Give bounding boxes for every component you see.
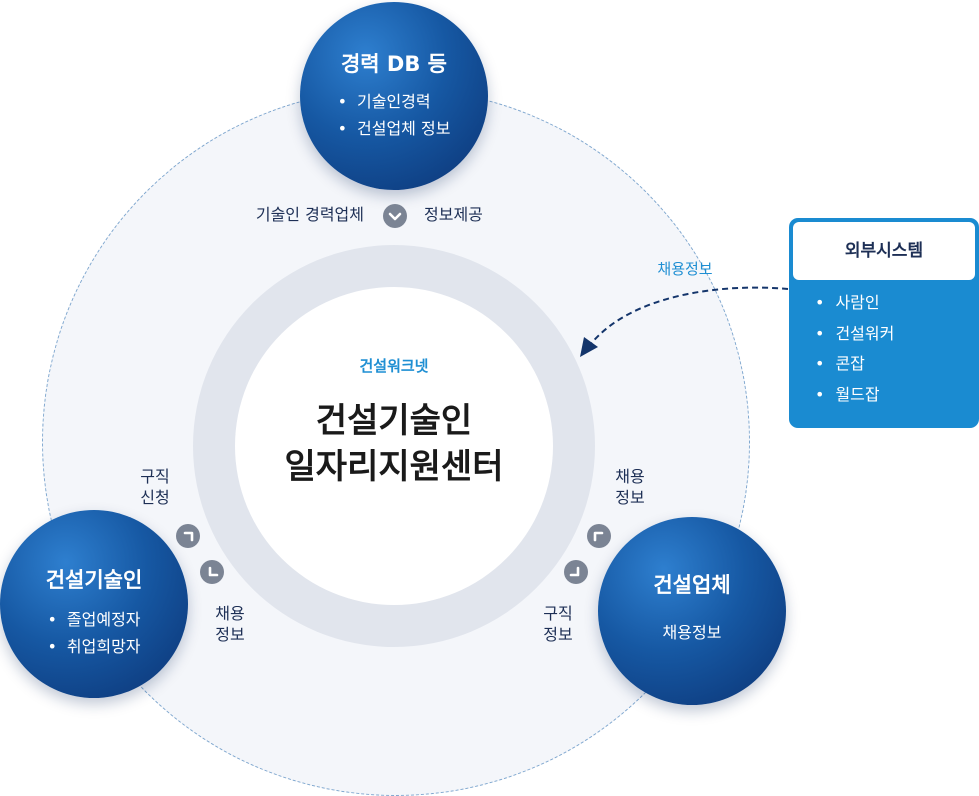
node-construction-company-title: 건설업체 [653,573,731,597]
list-item: 건설워커 [815,319,975,350]
list-item: 콘잡 [815,349,975,380]
label-line: 정보 [543,625,573,644]
label-line: 정보 [615,488,645,507]
chevron-down-icon [383,204,407,228]
node-career-db-title: 경력 DB 등 [340,52,448,76]
node-tech-person: 건설기술인 졸업예정자 취업희망자 [0,510,188,698]
label-line: 정보 [215,625,245,644]
center-circle [235,287,553,605]
center-title: 건설기술인 일자리지원센터 [235,398,553,490]
label-job-info: 구직 정보 [528,603,588,645]
label-hire-info-left: 채용 정보 [200,603,260,645]
external-system-list: 사람인 건설워커 콘잡 월드잡 [793,288,975,410]
list-item: 사람인 [815,288,975,319]
chevron-icon [564,560,588,584]
external-arrow-label: 채용정보 [657,260,713,278]
label-tech-career: 기술인 경력업체 [255,205,364,224]
node-tech-person-list: 졸업예정자 취업희망자 [47,606,141,660]
dashed-arrow [580,286,789,357]
label-line: 구직 [140,467,170,486]
label-line: 채용 [215,604,245,623]
center-subtitle: 건설워크넷 [359,357,429,375]
label-job-apply: 구직 신청 [125,466,185,508]
chevron-icon [176,524,200,548]
list-item: 건설업체 정보 [338,115,450,142]
list-item: 취업희망자 [47,633,141,660]
node-career-db-list: 기술인경력 건설업체 정보 [338,88,451,142]
list-item: 졸업예정자 [47,606,141,633]
center-title-line2: 일자리지원센터 [284,447,504,487]
label-hire-info-right: 채용 정보 [600,466,660,508]
node-construction-company: 건설업체 채용정보 [598,517,786,705]
external-system-box: 외부시스템 사람인 건설워커 콘잡 월드잡 [789,218,979,428]
list-item: 기술인경력 [338,88,451,115]
label-line: 신청 [140,488,170,507]
external-system-title: 외부시스템 [793,222,975,280]
node-tech-person-title: 건설기술인 [45,568,143,592]
label-line: 채용 [615,467,645,486]
list-item: 월드잡 [815,380,975,411]
arrow-head-icon [580,337,598,357]
label-info-provide: 정보제공 [424,205,483,224]
center-title-line1: 건설기술인 [315,401,473,441]
chevron-icon [587,524,611,548]
label-line: 구직 [543,604,573,623]
chevron-icon [200,560,224,584]
node-construction-company-subtitle: 채용정보 [662,623,722,642]
node-career-db: 경력 DB 등 기술인경력 건설업체 정보 [300,2,488,190]
